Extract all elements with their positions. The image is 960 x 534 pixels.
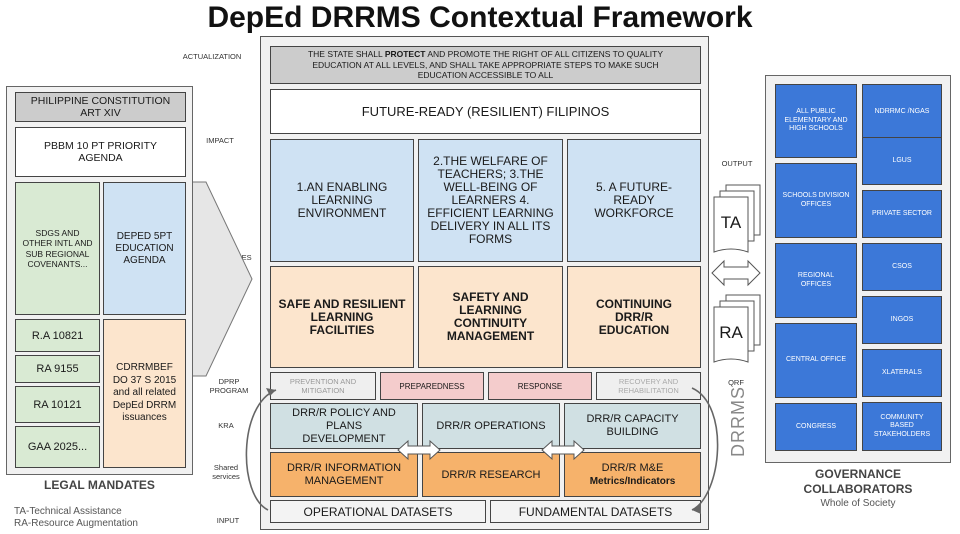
outcome-1: 1.AN ENABLING LEARNING ENVIRONMENT [270, 139, 414, 262]
kra-policy: DRR/R POLICY AND PLANS DEVELOPMENT [270, 403, 418, 449]
double-arrow-right [541, 439, 585, 461]
doc-stack-ta [713, 184, 761, 253]
gov-congress: CONGRESS [775, 403, 857, 451]
legal-ra10121: RA 10121 [15, 386, 100, 423]
gov-csos: CSOS [862, 243, 942, 291]
label-shared-services: Shared services [212, 463, 240, 481]
legal-ra9155: RA 9155 [15, 355, 100, 383]
actualization-box: THE STATE SHALL PROTECT AND PROMOTE THE … [270, 46, 701, 84]
input-operational-datasets: OPERATIONAL DATASETS [270, 500, 486, 523]
legal-deped5pt: DEPED 5PT EDUCATION AGENDA [103, 182, 186, 315]
cycle-arrow-right [691, 387, 719, 511]
label-input: INPUT [216, 516, 240, 525]
label-dprp: DPRP PROGRAM [209, 377, 249, 395]
legal-cdrrmbef: CDRRMBEF DO 37 S 2015 and all related De… [103, 319, 186, 468]
gov-ndrrmc: NDRRMC /NGAS [862, 84, 942, 140]
gov-sdo: SCHOOLS DIVISION OFFICES [775, 163, 857, 238]
double-arrow-left [397, 439, 441, 461]
legal-ra10821: R.A 10821 [15, 319, 100, 352]
label-impact: IMPACT [206, 136, 234, 145]
label-qrf: QRF [728, 378, 744, 387]
gov-ingos: INGOS [862, 296, 942, 344]
outcome-2-4: 2.THE WELFARE OF TEACHERS; 3.THE WELL-BE… [418, 139, 563, 262]
dprp-prevention: PREVENTION AND MITIGATION [270, 372, 376, 400]
legal-mandates-label: LEGAL MANDATES [44, 478, 155, 492]
pillar-continuity: SAFETY AND LEARNING CONTINUITY MANAGEMEN… [418, 266, 563, 368]
footnotes: TA-Technical Assistance RA-Resource Augm… [14, 506, 138, 530]
footnote-ta: TA-Technical Assistance [14, 506, 122, 517]
impact-box: FUTURE-READY (RESILIENT) FILIPINOS [270, 89, 701, 134]
doc-stack-ra [713, 294, 761, 363]
legal-to-framework-arrow [189, 181, 253, 377]
pillar-education: CONTINUING DRR/R EDUCATION [567, 266, 701, 368]
legal-pbbm: PBBM 10 PT PRIORITY AGENDA [15, 127, 186, 177]
drrms-vertical-label: DRRMS [728, 386, 748, 457]
footnote-ra: RA-Resource Augmentation [14, 518, 138, 529]
kra-operations: DRR/R OPERATIONS [422, 403, 560, 449]
dprp-preparedness: PREPAREDNESS [380, 372, 484, 400]
gov-xlaterals: XLATERALS [862, 349, 942, 397]
output-double-arrow [711, 259, 761, 287]
governance-label: GOVERNANCE COLLABORATORS [803, 467, 913, 496]
shared-research: DRR/R RESEARCH [422, 452, 560, 497]
kra-capacity: DRR/R CAPACITY BUILDING [564, 403, 701, 449]
legal-gaa2025: GAA 2025... [15, 426, 100, 468]
pillar-facilities: SAFE AND RESILIENT LEARNING FACILITIES [270, 266, 414, 368]
gov-regional-offices: REGIONAL OFFICES [775, 243, 857, 318]
gov-central-office: CENTRAL OFFICE [775, 323, 857, 398]
dprp-response: RESPONSE [488, 372, 592, 400]
label-output: OUTPUT [721, 159, 753, 168]
cycle-arrow-left [245, 389, 277, 511]
gov-community: COMMUNITY BASED STAKEHOLDERS [862, 402, 942, 451]
gov-lgus: LGUS [862, 137, 942, 185]
dprp-recovery: RECOVERY AND REHABILITATION [596, 372, 701, 400]
label-kra: KRA [218, 421, 234, 430]
gov-private-sector: PRIVATE SECTOR [862, 190, 942, 238]
doc-label-ta: TA [720, 213, 742, 232]
doc-label-ra: RA [719, 323, 743, 342]
legal-constitution: PHILIPPINE CONSTITUTION ART XIV [15, 92, 186, 122]
legal-sdgs: SDGS AND OTHER INTL AND SUB REGIONAL COV… [15, 182, 100, 315]
shared-info-mgmt: DRR/R INFORMATION MANAGEMENT [270, 452, 418, 497]
gov-public-schools: ALL PUBLIC ELEMENTARY AND HIGH SCHOOLS [775, 84, 857, 158]
page-title: DepEd DRRMS Contextual Framework [207, 1, 753, 34]
governance-sub: Whole of Society [820, 498, 896, 509]
outcome-5: 5. A FUTURE-READY WORKFORCE [567, 139, 701, 262]
label-actualization: ACTUALIZATION [182, 52, 242, 61]
input-fundamental-datasets: FUNDAMENTAL DATASETS [490, 500, 701, 523]
